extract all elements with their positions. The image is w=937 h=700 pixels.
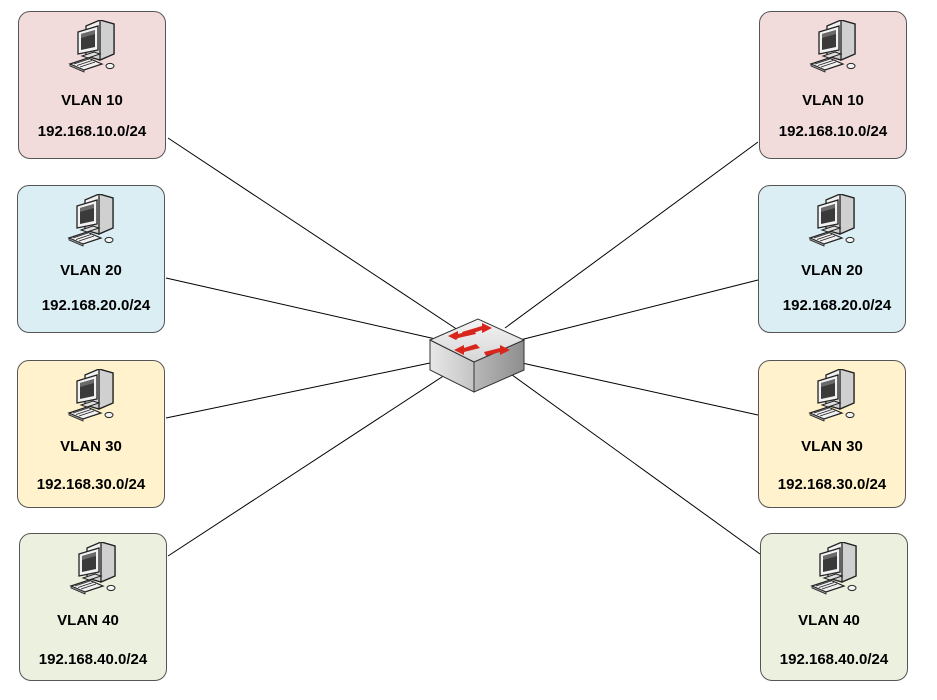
- network-switch-icon: [428, 318, 526, 393]
- vlan-label: VLAN 10: [61, 92, 123, 109]
- computer-icon: [67, 194, 123, 248]
- link-right-vlan30: [521, 362, 759, 416]
- vlan30-right-box: VLAN 30 192.168.30.0/24: [758, 360, 906, 508]
- vlan20-right-box: VLAN 20 192.168.20.0/24: [758, 185, 906, 333]
- link-left-vlan40: [167, 372, 449, 557]
- subnet-label: 192.168.40.0/24: [779, 651, 889, 668]
- link-left-vlan30: [165, 362, 431, 419]
- vlan40-left-box: VLAN 40 192.168.40.0/24: [19, 533, 167, 681]
- computer-icon: [810, 542, 866, 596]
- vlan-label: VLAN 30: [801, 438, 863, 455]
- subnet-label: 192.168.20.0/24: [782, 297, 892, 314]
- vlan-label: VLAN 40: [798, 612, 860, 629]
- link-right-vlan20: [519, 279, 759, 341]
- computer-icon: [68, 20, 124, 74]
- link-left-vlan10: [167, 137, 459, 331]
- vlan10-left-box: VLAN 10 192.168.10.0/24: [18, 11, 166, 159]
- link-right-vlan10: [504, 141, 759, 329]
- subnet-label: 192.168.20.0/24: [41, 297, 151, 314]
- vlan-label: VLAN 30: [60, 438, 122, 455]
- vlan-label: VLAN 40: [57, 612, 119, 629]
- subnet-label: 192.168.30.0/24: [36, 476, 146, 493]
- subnet-label: 192.168.30.0/24: [777, 476, 887, 493]
- computer-icon: [808, 369, 864, 423]
- computer-icon: [808, 194, 864, 248]
- subnet-label: 192.168.10.0/24: [778, 123, 888, 140]
- link-right-vlan40: [507, 371, 761, 555]
- subnet-label: 192.168.10.0/24: [37, 123, 147, 140]
- vlan-label: VLAN 20: [801, 262, 863, 279]
- vlan30-left-box: VLAN 30 192.168.30.0/24: [17, 360, 165, 508]
- subnet-label: 192.168.40.0/24: [38, 651, 148, 668]
- vlan40-right-box: VLAN 40 192.168.40.0/24: [760, 533, 908, 681]
- computer-icon: [67, 369, 123, 423]
- vlan-label: VLAN 20: [60, 262, 122, 279]
- computer-icon: [809, 20, 865, 74]
- computer-icon: [69, 542, 125, 596]
- vlan-label: VLAN 10: [802, 92, 864, 109]
- link-left-vlan20: [165, 277, 441, 341]
- vlan10-right-box: VLAN 10 192.168.10.0/24: [759, 11, 907, 159]
- vlan20-left-box: VLAN 20 192.168.20.0/24: [17, 185, 165, 333]
